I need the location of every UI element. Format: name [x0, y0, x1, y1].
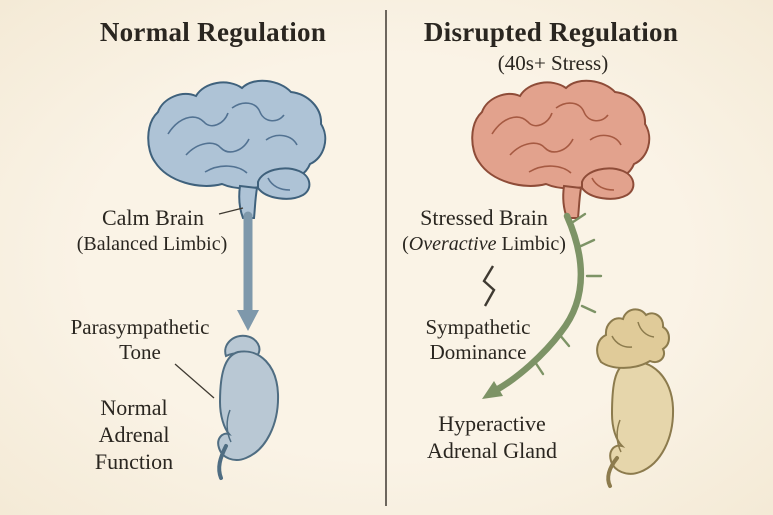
hyperactive-label: Hyperactive — [438, 411, 546, 436]
left-panel-title: Normal Regulation — [99, 17, 327, 47]
dominance-label: Dominance — [429, 340, 527, 364]
normal-kidney-illustration — [217, 334, 280, 480]
parasympathetic-label: Parasympathetic — [70, 315, 210, 339]
pointer-lines-left — [174, 207, 244, 399]
stress-squiggle-icon — [482, 265, 496, 307]
nerve-branches — [533, 212, 603, 376]
normal-brain-gyri — [167, 102, 298, 191]
overactive-limbic-suffix: Limbic) — [496, 233, 566, 255]
normal-pathway-arrow — [237, 211, 259, 331]
normal-brain-illustration — [147, 79, 327, 219]
tone-label: Tone — [119, 340, 161, 364]
stressed-brain-label: Stressed Brain — [420, 205, 548, 230]
hyperactive-kidney-illustration — [596, 308, 675, 488]
calm-brain-label: Calm Brain — [101, 205, 205, 230]
calm-brain-pointer-line — [218, 207, 244, 215]
sympathetic-nerve-arrow — [482, 212, 603, 399]
adrenal-gland-label: Adrenal Gland — [426, 438, 558, 463]
overactive-limbic-prefix: ( — [402, 233, 409, 255]
right-panel-subtitle: (40s+ Stress) — [497, 51, 609, 75]
stressed-brain-illustration — [471, 79, 651, 219]
parasympathetic-pointer-line — [174, 363, 215, 399]
normal-adrenal-label-line3: Function — [94, 449, 174, 474]
balanced-limbic-label: (Balanced Limbic) — [76, 233, 228, 255]
overactive-limbic-italic: Overactive — [408, 233, 497, 255]
right-panel-title: Disrupted Regulation — [423, 17, 679, 47]
normal-adrenal-label-line2: Adrenal — [98, 422, 170, 447]
overactive-limbic-label: (Overactive Limbic) — [402, 233, 566, 255]
hyperactive-adrenal-cap — [596, 308, 670, 369]
stressed-brain-gyri — [491, 102, 622, 191]
adrenal-cap-detail — [611, 321, 655, 348]
sympathetic-label: Sympathetic — [425, 315, 531, 339]
normal-adrenal-label-line1: Normal — [100, 395, 168, 420]
